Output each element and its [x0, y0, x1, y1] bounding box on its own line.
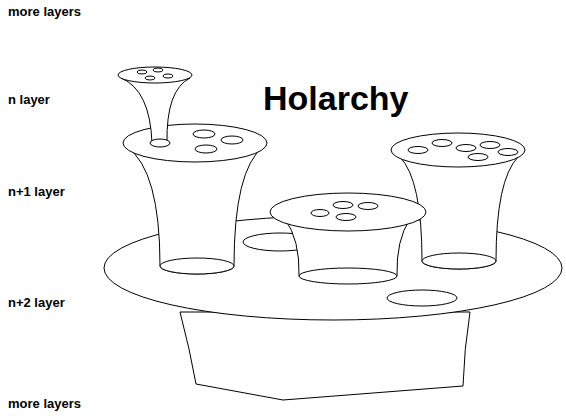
disc-hole	[153, 68, 163, 72]
layer-label: n layer	[8, 93, 50, 107]
layer-label: n+1 layer	[8, 185, 65, 199]
funnel-base	[422, 253, 496, 269]
disc-hole	[498, 149, 518, 156]
funnel-base	[160, 258, 234, 274]
funnel	[121, 78, 190, 146]
disc-hole	[221, 136, 243, 144]
disc-hole	[358, 203, 378, 210]
disc	[123, 124, 267, 162]
disc-hole	[408, 147, 428, 154]
disc-hole	[311, 210, 329, 217]
layer-label: more layers	[8, 5, 81, 19]
disc-hole	[145, 76, 155, 80]
disc-hole	[468, 154, 488, 161]
funnel-base	[299, 268, 397, 284]
disc-hole	[163, 74, 173, 78]
disc-hole	[193, 130, 215, 138]
diagram-title: Holarchy	[263, 80, 409, 117]
disc-hole	[333, 202, 353, 209]
disc	[118, 67, 192, 83]
layer-label: more layers	[8, 397, 81, 411]
disc-hole	[432, 140, 452, 147]
disc-hole	[480, 142, 500, 149]
disc	[270, 193, 426, 231]
disc-hole	[195, 145, 217, 153]
funnel	[127, 147, 263, 274]
disc-hole	[137, 70, 147, 74]
disc	[391, 133, 525, 167]
base-funnel	[180, 312, 470, 400]
funnel-base	[150, 139, 170, 147]
layer-label: n+2 layer	[8, 296, 65, 310]
disc-hole	[336, 214, 356, 221]
disc-hole	[456, 145, 476, 152]
base-hole	[387, 290, 457, 306]
